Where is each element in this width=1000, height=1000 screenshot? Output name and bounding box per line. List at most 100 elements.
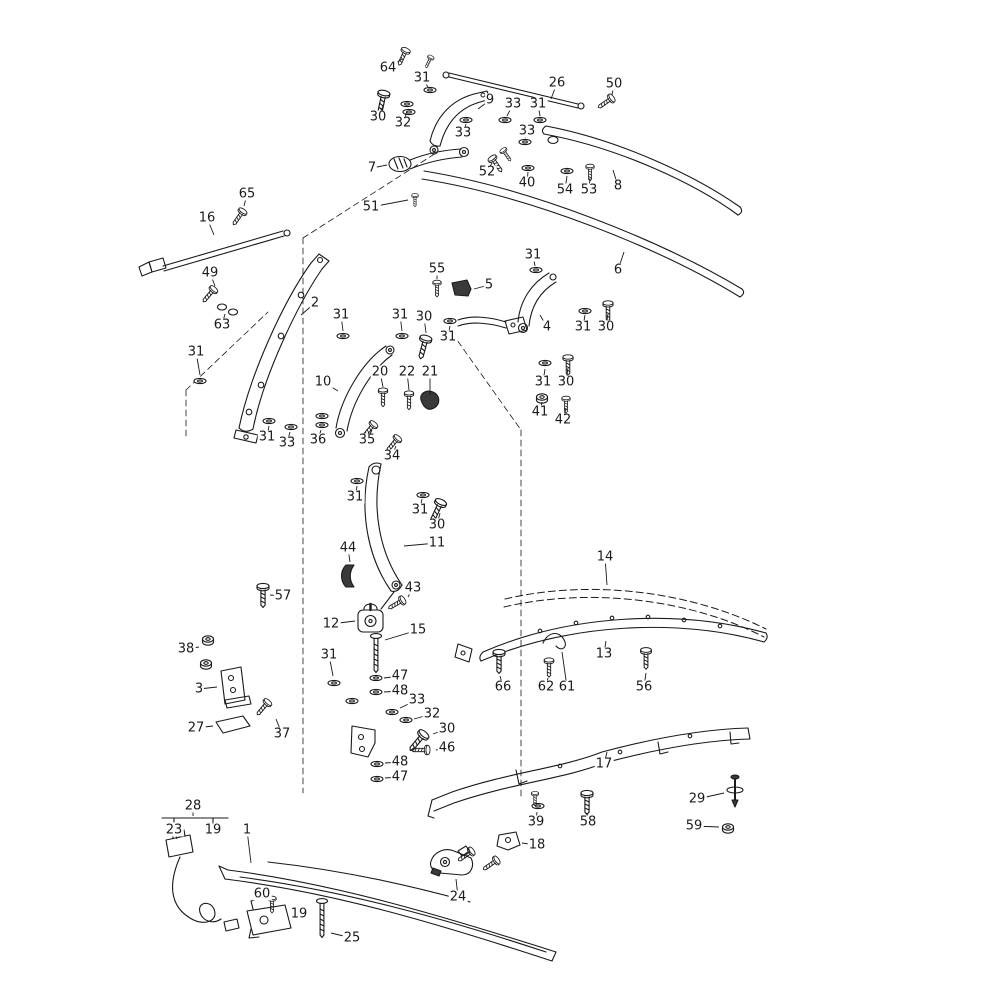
part-label-31: 31	[345, 489, 365, 505]
part-label-26: 26	[547, 75, 567, 91]
part-label-31: 31	[438, 329, 458, 345]
part-27-plate	[215, 715, 251, 734]
part-19-bracket	[246, 898, 292, 939]
part-label-32: 32	[393, 115, 413, 131]
part-26-rod	[442, 71, 585, 110]
part-label-27: 27	[186, 720, 206, 736]
part-1-bow	[218, 861, 557, 962]
part-label-19: 19	[289, 906, 309, 922]
part-label-11: 11	[427, 535, 447, 551]
part-label-57: 57	[273, 588, 293, 604]
part-label-31: 31	[186, 344, 206, 360]
part-18-clamp	[496, 831, 521, 851]
part-label-30: 30	[414, 309, 434, 325]
part-label-22: 22	[397, 364, 417, 380]
part-label-18: 18	[527, 837, 547, 853]
part-label-19: 19	[203, 822, 223, 838]
part-label-33: 33	[453, 125, 473, 141]
part-label-30: 30	[427, 517, 447, 533]
part-label-59: 59	[684, 818, 704, 834]
part-label-33: 33	[517, 123, 537, 139]
part-label-54: 54	[555, 182, 575, 198]
part-21-knob	[420, 390, 440, 410]
part-label-39: 39	[526, 814, 546, 830]
part-label-6: 6	[612, 262, 624, 278]
part-7-link	[388, 146, 470, 173]
part-44-clip	[340, 564, 355, 588]
part-label-42: 42	[553, 412, 573, 428]
part-label-38: 38	[176, 641, 196, 657]
part-label-30: 30	[596, 319, 616, 335]
part-16-rod	[138, 229, 291, 277]
part-label-15: 15	[408, 622, 428, 638]
part-label-64: 64	[378, 60, 398, 76]
part-3-bracket	[220, 666, 252, 709]
part-label-33: 33	[277, 435, 297, 451]
part-label-13: 13	[594, 646, 614, 662]
part-label-33: 33	[407, 692, 427, 708]
part-label-56: 56	[634, 679, 654, 695]
part-label-62: 62	[536, 679, 556, 695]
part-label-5: 5	[483, 277, 495, 293]
part-label-30: 30	[556, 374, 576, 390]
part-label-9: 9	[484, 92, 496, 108]
part-label-58: 58	[578, 814, 598, 830]
part-label-31: 31	[410, 502, 430, 518]
part-label-12: 12	[321, 616, 341, 632]
part-label-50: 50	[604, 76, 624, 92]
part-label-4: 4	[541, 319, 553, 335]
part-23-cable	[165, 829, 240, 932]
part-label-33: 33	[503, 96, 523, 112]
part-label-31: 31	[573, 319, 593, 335]
part-4-arm	[457, 272, 557, 335]
part-label-17: 17	[594, 756, 614, 772]
part-label-44: 44	[338, 540, 358, 556]
part-label-40: 40	[517, 175, 537, 191]
part-6-rail	[421, 170, 745, 298]
part-61-wire	[542, 632, 566, 650]
part-label-53: 53	[579, 182, 599, 198]
part-label-35: 35	[357, 432, 377, 448]
part-label-31: 31	[412, 70, 432, 86]
part-label-21: 21	[420, 364, 440, 380]
lower-mount-bracket	[350, 725, 376, 758]
part-label-14: 14	[595, 549, 615, 565]
part-29-fastener	[726, 774, 744, 808]
part-label-37: 37	[272, 726, 292, 742]
part-label-66: 66	[493, 679, 513, 695]
part-label-32: 32	[422, 706, 442, 722]
part-label-48: 48	[390, 683, 410, 699]
part-label-31: 31	[331, 307, 351, 323]
part-label-16: 16	[197, 210, 217, 226]
part-label-30: 30	[368, 109, 388, 125]
part-label-23: 23	[164, 822, 184, 838]
part-label-2: 2	[309, 295, 321, 311]
part-label-51: 51	[361, 199, 381, 215]
part-label-65: 65	[237, 186, 257, 202]
part-label-31: 31	[390, 307, 410, 323]
part-label-7: 7	[366, 160, 378, 176]
part-label-10: 10	[313, 374, 333, 390]
part-label-3: 3	[193, 681, 205, 697]
part-label-34: 34	[382, 448, 402, 464]
part-label-36: 36	[308, 432, 328, 448]
part-label-47: 47	[390, 769, 410, 785]
part-5-bracket	[451, 279, 472, 297]
part-10-arm	[334, 345, 395, 439]
part-label-48: 48	[390, 754, 410, 770]
part-12-bracket	[357, 591, 395, 633]
part-label-31: 31	[528, 96, 548, 112]
part-label-52: 52	[477, 164, 497, 180]
part-label-1: 1	[241, 822, 253, 838]
part-label-31: 31	[523, 247, 543, 263]
part-label-20: 20	[370, 364, 390, 380]
part-label-24: 24	[448, 889, 468, 905]
part-13-rail	[454, 614, 768, 663]
part-label-61: 61	[557, 679, 577, 695]
part-label-25: 25	[342, 930, 362, 946]
part-label-46: 46	[437, 740, 457, 756]
part-label-28: 28	[183, 798, 203, 814]
part-label-41: 41	[530, 404, 550, 420]
part-label-29: 29	[687, 791, 707, 807]
